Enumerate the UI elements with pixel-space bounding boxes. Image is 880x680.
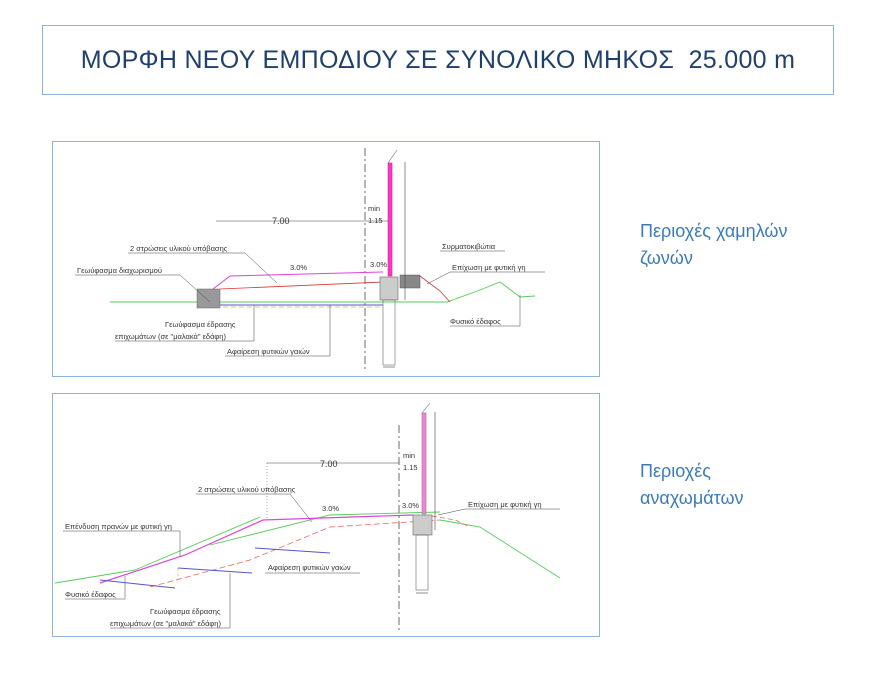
- title-box: ΜΟΡΦΗ ΝΕΟΥ ΕΜΠΟΔΙΟΥ ΣΕ ΣΥΝΟΛΙΚΟ ΜΗΚΟΣ 25…: [42, 25, 834, 95]
- min-value-label: 1.15: [403, 463, 418, 472]
- low-zone-label-line2: ζωνών: [640, 248, 693, 268]
- embankment-label-line1: Περιοχές: [640, 461, 711, 481]
- post-top: [387, 149, 398, 164]
- topsoil-removal-step: [254, 547, 331, 554]
- natural-ground-right: [439, 519, 561, 579]
- natural-ground-label: Φυσικό έδαφος: [65, 590, 116, 599]
- section1-labels: 7.00 min 1.15 3.0% 3.0% 2 στρώσεις υλικο…: [77, 204, 526, 356]
- leader: [63, 530, 181, 557]
- barrier-post: [387, 162, 393, 277]
- separation-block: [196, 288, 221, 309]
- fill-line: [431, 515, 471, 528]
- leader: [225, 305, 331, 357]
- natural-ground-line: [209, 511, 441, 546]
- gabion-box: [399, 274, 421, 289]
- leader: [437, 508, 560, 516]
- subbase-line: [219, 281, 384, 290]
- foundation-block: [379, 276, 399, 301]
- natural-ground-line: [110, 281, 536, 303]
- leader: [128, 252, 278, 284]
- post-top: [421, 402, 431, 414]
- low-zone-section-panel: [52, 141, 600, 377]
- low-zone-label-line1: Περιοχές χαμηλών: [640, 221, 788, 241]
- leader: [110, 573, 231, 629]
- geotextile-line: [149, 519, 441, 588]
- fill-slope: [419, 275, 451, 303]
- foundation-geotextile-label-2: επιχωμάτων (σε "μαλακά" εδάφη): [110, 619, 221, 628]
- min-value-label: 1.15: [368, 216, 383, 225]
- embankment-section-panel: [52, 393, 600, 637]
- separation-geotextile-label: Γεωύφασμα διαχωρισμού: [77, 266, 162, 275]
- topsoil-removal-step: [99, 579, 176, 589]
- embankment-label-line2: αναχωμάτων: [640, 488, 744, 508]
- leader: [450, 295, 521, 327]
- pile: [415, 534, 429, 591]
- topsoil-removal-label: Αφαίρεση φυτικών γαιών: [268, 563, 351, 572]
- slope-cover-line: [54, 516, 261, 584]
- gabions-label: Συρματοκιβώτια: [442, 242, 496, 251]
- leader: [75, 274, 211, 303]
- slope-cover-label: Επένδυση πρανών με φυτική γη: [65, 522, 172, 531]
- subbase-label: 2 στρώσεις υλικού υπόβασης: [130, 244, 228, 253]
- leader: [115, 305, 255, 342]
- barrier-post: [421, 412, 427, 515]
- section2-drawing: [54, 402, 561, 632]
- slope-label: 3.0%: [322, 504, 339, 513]
- leader: [65, 576, 126, 600]
- slope-label: 3.0%: [402, 501, 419, 510]
- slide-title: ΜΟΡΦΗ ΝΕΟΥ ΕΜΠΟΔΙΟΥ ΣΕ ΣΥΝΟΛΙΚΟ ΜΗΚΟΣ 25…: [80, 45, 796, 74]
- subbase-label: 2 στρώσεις υλικού υπόβασης: [198, 485, 296, 494]
- topsoil-removal-step: [177, 567, 253, 574]
- section1-drawing: [75, 148, 545, 372]
- foundation-geotextile-label: Γεωύφασμα έδρασης: [165, 320, 236, 329]
- min-label: min: [403, 451, 415, 460]
- topsoil-fill-label: Επίχωση με φυτική γη: [452, 263, 526, 272]
- min-label: min: [368, 204, 380, 213]
- leader: [196, 493, 313, 523]
- foundation-geotextile-label: Γεωύφασμα έδρασης: [150, 607, 221, 616]
- foundation-block: [412, 514, 433, 536]
- topsoil-removal-label: Αφαίρεση φυτικών γαιών: [227, 347, 310, 356]
- section2-labels: 7.00 min 1.15 3.0% 3.0% 2 στρώσεις υλικο…: [65, 451, 542, 628]
- pile: [382, 299, 396, 366]
- topsoil-fill-label: Επίχωση με φυτική γη: [468, 500, 542, 509]
- embankment-label: Περιοχές αναχωμάτων: [640, 458, 744, 512]
- width-dim-label: 7.00: [272, 216, 290, 226]
- slope-label: 3.0%: [290, 263, 307, 272]
- pavement-top-line: [212, 271, 384, 290]
- slope-label: 3.0%: [370, 260, 387, 269]
- width-dim-label: 7.00: [320, 459, 338, 469]
- leader: [426, 271, 545, 285]
- foundation-geotextile-label-2: επιχωμάτων (σε "μαλακά" εδάφη): [115, 332, 226, 341]
- low-zone-label: Περιοχές χαμηλών ζωνών: [640, 218, 787, 272]
- natural-ground-label: Φυσικό έδαφος: [450, 317, 501, 326]
- pavement-line: [99, 514, 414, 584]
